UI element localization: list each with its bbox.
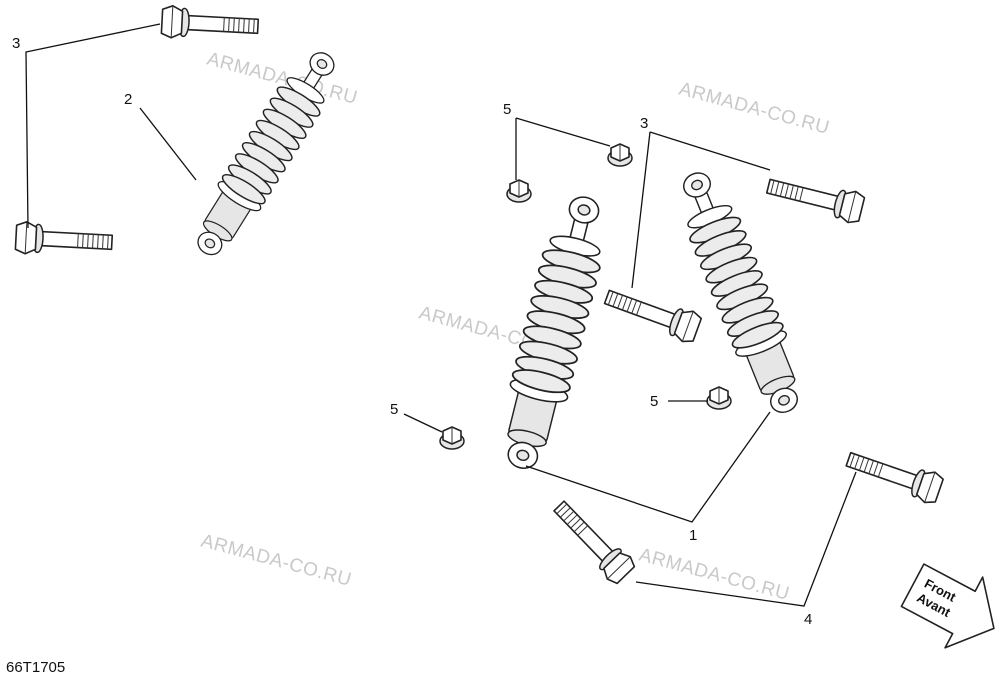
bolt-upper-right	[763, 169, 867, 226]
bolt-upper-left-top	[160, 4, 260, 44]
flange-nut-4	[706, 386, 732, 410]
callout-3-right: 3	[640, 115, 648, 132]
callout-5-left: 5	[390, 401, 398, 418]
callout-4: 4	[804, 611, 812, 628]
bolt-lower-right	[842, 443, 946, 507]
watermark-5: ARMADA-CO.RU	[637, 545, 792, 605]
bolt-upper-left-bottom	[14, 220, 114, 260]
bolt-lower-middle	[546, 494, 639, 587]
callout-5-right: 5	[650, 393, 658, 410]
leader-lines	[25, 23, 857, 607]
callout-3-left: 3	[12, 35, 20, 52]
flange-nut-2	[506, 179, 532, 203]
callouts: 3 2 5 3 5 5 1 4	[12, 35, 812, 628]
flange-nut-1	[607, 143, 633, 167]
shock-absorber-right	[666, 163, 815, 423]
watermark-4: ARMADA-CO.RU	[199, 531, 354, 591]
callout-5-top: 5	[503, 101, 511, 118]
direction-arrow-icon: Front Avant	[900, 563, 995, 649]
watermark-2: ARMADA-CO.RU	[677, 79, 832, 139]
flange-nut-3	[439, 426, 465, 450]
callout-1: 1	[689, 527, 697, 544]
callout-2: 2	[124, 91, 132, 108]
reference-code: 66T1705	[6, 659, 65, 676]
bolt-upper-middle	[600, 281, 704, 346]
